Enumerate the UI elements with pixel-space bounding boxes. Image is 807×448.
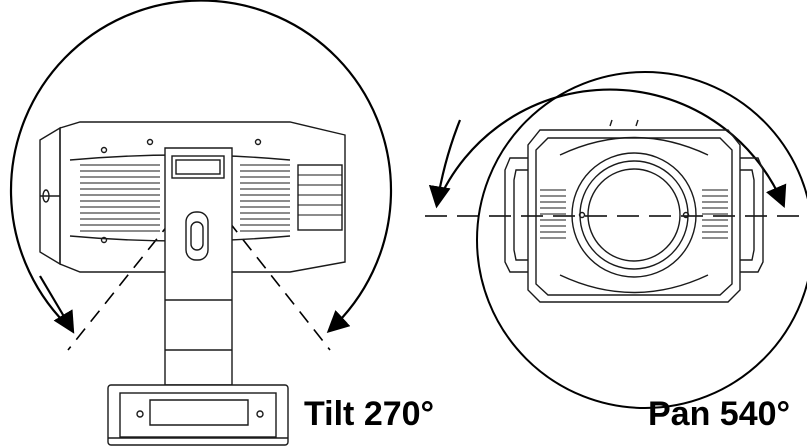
tilt-label: Tilt 270° bbox=[304, 395, 435, 433]
pan-lens bbox=[571, 152, 697, 278]
tilt-rotation-arc-start-arrow bbox=[39, 275, 75, 334]
pan-fixture-top-view bbox=[425, 71, 807, 409]
pan-rotation-arc-left-arrow bbox=[428, 119, 462, 209]
tilt-head-body bbox=[39, 121, 346, 273]
tilt-yoke-arm bbox=[164, 147, 233, 386]
tilt-fixture-base bbox=[107, 384, 289, 446]
tilt-rotation-arc bbox=[9, 0, 393, 333]
tilt-fixture-side-view bbox=[9, 0, 393, 446]
pan-outer-circle bbox=[476, 71, 807, 409]
pan-label: Pan 540° bbox=[648, 395, 791, 433]
pan-head-body bbox=[504, 119, 764, 303]
pan-rotation-arc bbox=[435, 88, 787, 209]
